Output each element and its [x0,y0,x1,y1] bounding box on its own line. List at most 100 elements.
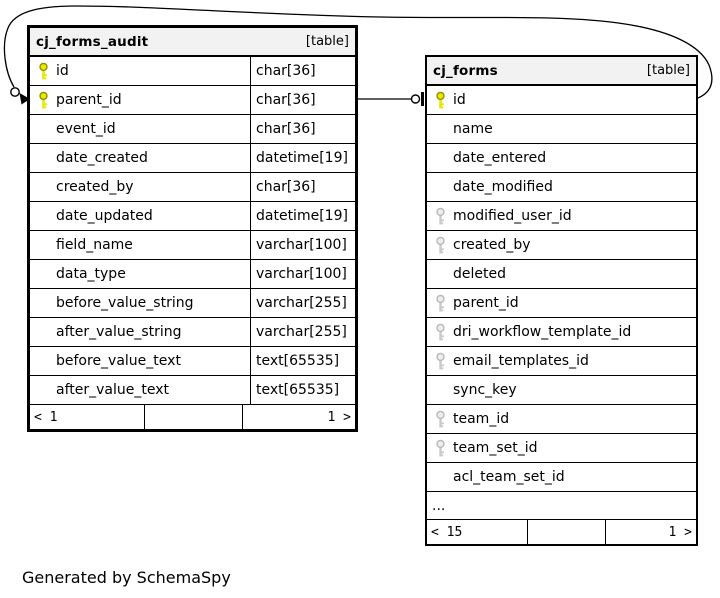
column-row-team_set_id: team_set_id [427,434,696,463]
foreign-key-icon [435,352,446,371]
column-name-cell: dri_workflow_template_id [427,318,696,346]
foreign-key-icon [435,236,446,255]
column-type: varchar[255] [250,318,355,346]
column-name-cell: deleted [427,260,696,288]
foreign-key-icon [435,410,446,429]
column-row-data_type: data_type varchar[100] [30,260,355,289]
column-name: data_type [56,266,126,282]
column-row-id: id [427,86,696,115]
column-name-cell: team_id [427,405,696,433]
column-name: after_value_text [56,382,169,398]
column-type: text[65535] [250,347,355,375]
column-name: field_name [56,237,133,253]
column-name-cell: parent_id [427,289,696,317]
column-name-cell: email_templates_id [427,347,696,375]
column-type: text[65535] [250,376,355,404]
pager-spacer [144,405,242,429]
key-icon-placeholder [435,149,446,168]
column-name: created_by [453,237,531,253]
key-icon-placeholder [38,265,49,284]
table-title: cj_forms [433,62,498,79]
column-name-cell: name [427,115,696,143]
column-name: team_id [453,411,510,427]
column-name: after_value_string [56,324,182,340]
primary-key-icon [38,91,49,110]
connector-circle-right [410,94,421,104]
column-row-date_modified: date_modified [427,173,696,202]
table-node-cj-forms[interactable]: cj_forms [table] id name date_entered date_… [425,55,698,546]
column-name: created_by [56,179,134,195]
column-type: char[36] [250,57,355,85]
column-row-parent_id: parent_id [427,289,696,318]
column-name-cell: data_type [30,260,250,288]
column-name: email_templates_id [453,353,589,369]
column-row-deleted: deleted [427,260,696,289]
column-name: date_updated [56,208,153,224]
pager-prev: < 15 [431,524,463,540]
column-name-cell: event_id [30,115,250,143]
column-type: char[36] [250,115,355,143]
column-name: date_modified [453,179,553,195]
column-name-cell: field_name [30,231,250,259]
pager-prev: < 1 [34,409,58,425]
key-icon-placeholder [38,381,49,400]
column-name-cell: created_by [30,173,250,201]
pager-next: 1 > [242,405,355,429]
column-name-cell: team_set_id [427,434,696,462]
column-name-cell: acl_team_set_id [427,463,696,491]
table-header[interactable]: cj_forms [table] [427,57,696,86]
column-name-cell: date_modified [427,173,696,201]
key-icon-placeholder [38,294,49,313]
column-row-after_value_text: after_value_text text[65535] [30,376,355,405]
column-name-cell: date_entered [427,144,696,172]
key-icon-placeholder [435,120,446,139]
column-row-sync_key: sync_key [427,376,696,405]
column-name-cell: before_value_string [30,289,250,317]
column-name-cell: before_value_text [30,347,250,375]
column-name-cell: parent_id [30,86,250,114]
column-type: varchar[100] [250,260,355,288]
column-name: acl_team_set_id [453,469,565,485]
key-icon-placeholder [435,178,446,197]
column-type: varchar[100] [250,231,355,259]
key-icon-placeholder [38,352,49,371]
key-icon-placeholder [435,468,446,487]
table-header[interactable]: cj_forms_audit [table] [30,28,355,57]
column-row-field_name: field_name varchar[100] [30,231,355,260]
column-name-cell: modified_user_id [427,202,696,230]
column-name-cell: date_updated [30,202,250,230]
column-row-name: name [427,115,696,144]
column-list: id name date_entered date_modified modified_… [427,86,696,492]
column-type: datetime[19] [250,144,355,172]
column-name: parent_id [56,92,122,108]
connector-circle-left [10,87,20,97]
column-name: before_value_string [56,295,194,311]
column-name-cell: after_value_text [30,376,250,404]
column-name-cell: sync_key [427,376,696,404]
key-icon-placeholder [38,236,49,255]
column-row-after_value_string: after_value_string varchar[255] [30,318,355,347]
key-icon-placeholder [38,149,49,168]
table-title: cj_forms_audit [36,33,149,50]
column-name: id [453,92,466,108]
table-pager: < 15 1 > [427,520,696,544]
column-name: deleted [453,266,506,282]
column-name: date_entered [453,150,547,166]
column-name-cell: id [30,57,250,85]
column-name-cell: after_value_string [30,318,250,346]
primary-key-icon [38,62,49,81]
column-name: parent_id [453,295,519,311]
key-icon-placeholder [435,381,446,400]
pager-next: 1 > [605,520,696,544]
column-name: team_set_id [453,440,538,456]
pager-spacer [527,520,605,544]
column-row-email_templates_id: email_templates_id [427,347,696,376]
key-icon-placeholder [435,265,446,284]
column-name-cell: date_created [30,144,250,172]
column-type: char[36] [250,86,355,114]
